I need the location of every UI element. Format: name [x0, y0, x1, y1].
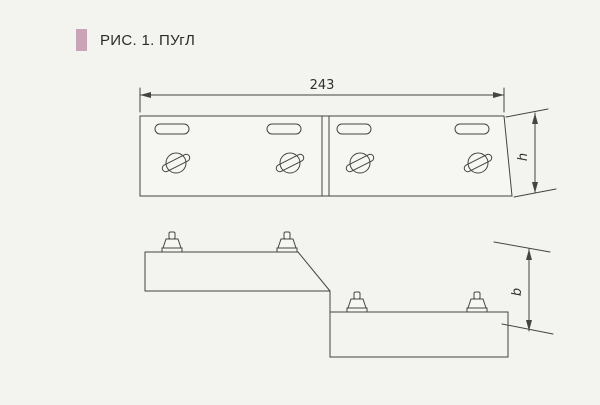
profile-view: [144, 251, 509, 358]
figure-header: РИС. 1. ПУгЛ: [76, 29, 195, 51]
screw-head: [463, 152, 493, 174]
bolt-icon: [276, 231, 298, 253]
slot-hole: [336, 123, 372, 135]
screw-head: [345, 152, 375, 174]
dimension-height-label: h: [516, 153, 531, 161]
slot-hole: [154, 123, 190, 135]
screw-head: [161, 152, 191, 174]
dimension-length-label: 243: [310, 78, 335, 93]
bolt-icon: [161, 231, 183, 253]
dimension-length: 243: [139, 78, 505, 113]
dimension-height: h: [505, 108, 557, 198]
arrowhead-icon: [140, 92, 151, 98]
slot-hole: [454, 123, 490, 135]
arrowhead-icon: [526, 249, 532, 260]
slot-hole: [266, 123, 302, 135]
arrowhead-icon: [532, 182, 538, 193]
bolts: [161, 231, 488, 313]
dimension-offset-label: b: [510, 288, 525, 296]
plan-view: [139, 115, 513, 197]
screw-head: [275, 152, 305, 174]
bolt-icon: [346, 291, 368, 313]
figure-marker-icon: [76, 29, 87, 51]
arrowhead-icon: [526, 320, 532, 331]
figure-title: РИС. 1. ПУгЛ: [100, 31, 196, 49]
dimension-offset: b: [493, 241, 554, 335]
arrowhead-icon: [493, 92, 504, 98]
arrowhead-icon: [532, 113, 538, 124]
bolt-icon: [466, 291, 488, 313]
plate-outline: [139, 115, 513, 197]
